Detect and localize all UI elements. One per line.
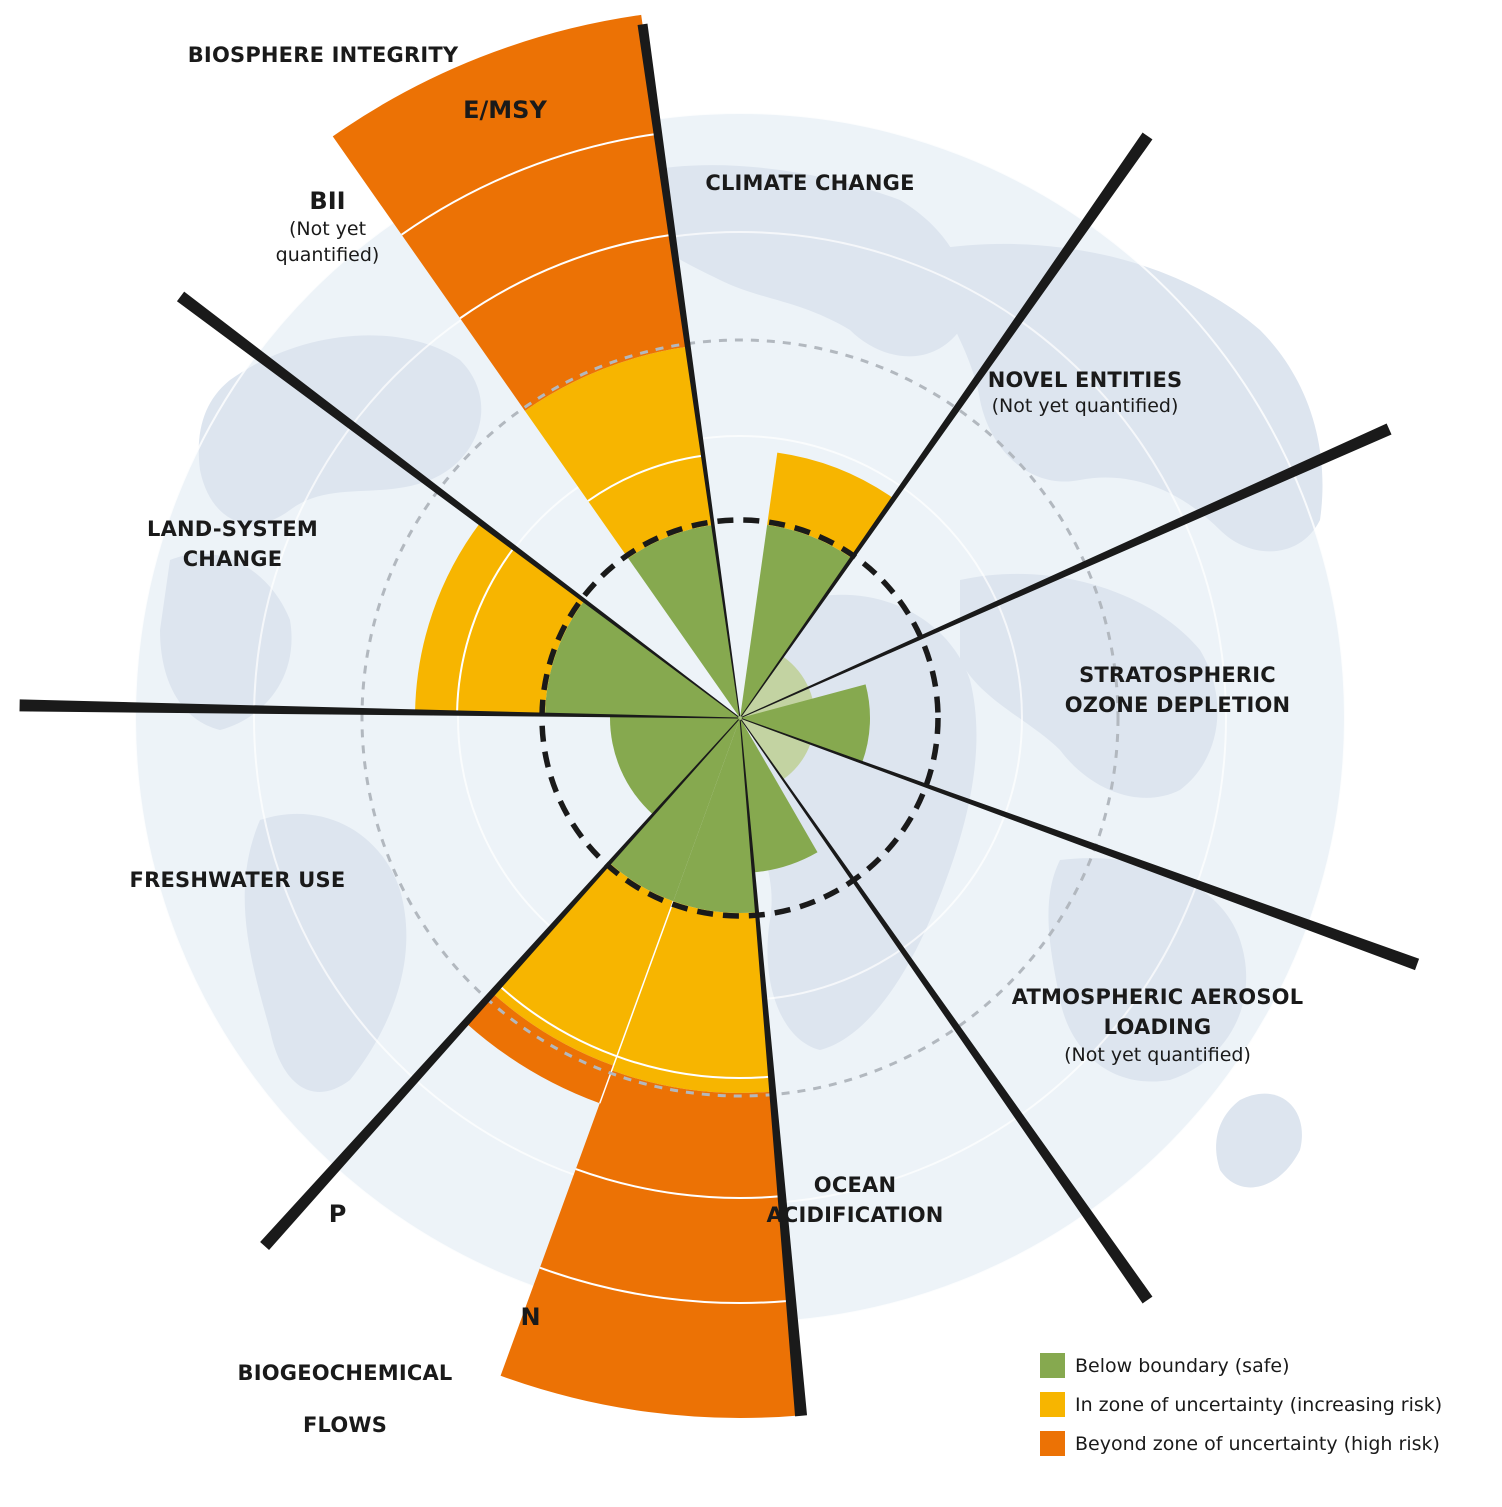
sector-nitrogen-uncertainty: [611, 901, 773, 1093]
label-biogeochemical-flows: BIOGEOCHEMICAL FLOWS: [237, 1361, 453, 1438]
radial-separator-2: [740, 132, 1153, 717]
radial-separator-9: [176, 291, 739, 718]
radial-separator-3: [741, 423, 1392, 718]
sector-biosphere-uncertainty: [524, 346, 713, 559]
legend-item-safe: Below boundary (safe): [1040, 1346, 1442, 1385]
globe-land: [160, 165, 1323, 1188]
sectors: [332, 14, 894, 1418]
sector-freshwater-safe: [609, 715, 740, 815]
divider-arc-7: [539, 1266, 792, 1304]
legend: Below boundary (safe) In zone of uncerta…: [1040, 1346, 1442, 1463]
label-ocean-acidification: OCEAN ACIDIFICATION: [766, 1173, 944, 1228]
sector-biosphere-high-risk: [332, 14, 688, 411]
safe-operating-boundary: [539, 517, 941, 919]
legend-item-uncertainty: In zone of uncertainty (increasing risk): [1040, 1385, 1442, 1424]
sector-nitrogen-safe: [673, 718, 757, 914]
globe-landmass-6: [198, 335, 482, 525]
sector-phosphorus-safe: [609, 718, 740, 902]
legend-swatch-high-risk: [1040, 1431, 1065, 1456]
legend-label-safe: Below boundary (safe): [1075, 1354, 1290, 1377]
globe-landmass-8: [244, 813, 407, 1092]
divider-arc-5: [498, 984, 772, 1079]
sector-climate-change-uncertainty: [767, 452, 894, 559]
label-phosphorus: P: [328, 1200, 347, 1228]
label-freshwater-use: FRESHWATER USE: [129, 868, 346, 892]
label-climate-change: CLIMATE CHANGE: [705, 171, 915, 195]
white-dividers: [401, 132, 792, 1304]
radial-separator-1: [637, 23, 741, 717]
sector-biosphere-safe: [628, 524, 740, 718]
radial-separator-7: [260, 719, 740, 1251]
legend-item-high-risk: Beyond zone of uncertainty (high risk): [1040, 1424, 1442, 1463]
sector-ocean-acidification-safe: [740, 718, 818, 873]
sector-ozone-safe: [740, 684, 870, 763]
uncertainty-reference-ring: [360, 338, 1120, 1098]
globe-landmass-2: [930, 243, 1323, 552]
globe-landmass-7: [160, 553, 292, 730]
label-biosphere-integrity: BIOSPHERE INTEGRITY: [187, 43, 459, 67]
label-bii: BII (Not yet quantified): [275, 187, 380, 266]
sector-climate-change-safe: [740, 524, 852, 718]
label-nitrogen: N: [520, 1303, 541, 1331]
label-atmospheric-aerosol-loading: ATMOSPHERIC AEROSOL LOADING (Not yet qua…: [1011, 985, 1304, 1066]
radial-separator-4: [741, 718, 1420, 971]
radial-separator-5: [740, 719, 1153, 1304]
sector-phosphorus-high-risk: [465, 992, 614, 1104]
sector-nitrogen-high-risk: [500, 1070, 802, 1418]
divider-arc-6: [575, 1168, 782, 1199]
divider-arc-1: [456, 547, 515, 714]
legend-label-high-risk: Beyond zone of uncertainty (high risk): [1075, 1432, 1440, 1455]
globe-landmass-3: [960, 573, 1218, 798]
label-novel-entities: NOVEL ENTITIES (Not yet quantified): [987, 368, 1183, 418]
legend-label-uncertainty: In zone of uncertainty (increasing risk): [1075, 1393, 1443, 1416]
radial-separator-6: [739, 719, 808, 1417]
divider-radial-p-n: [599, 900, 675, 1104]
globe-landmass-5: [1048, 858, 1247, 1082]
sector-land-system-safe: [545, 600, 740, 718]
label-land-system-change: LAND-SYSTEM CHANGE: [147, 517, 318, 572]
label-emsy: E/MSY: [463, 96, 547, 124]
globe-landmass-1: [610, 165, 967, 357]
legend-swatch-uncertainty: [1040, 1392, 1065, 1417]
legend-swatch-safe: [1040, 1353, 1065, 1378]
divider-arc-2: [587, 454, 704, 502]
globe-landmass-9: [1216, 1093, 1302, 1188]
divider-arc-4: [401, 132, 659, 236]
radial-separators: [19, 23, 1420, 1417]
divider-arc-3: [459, 233, 673, 320]
radial-separator-8: [19, 699, 739, 719]
label-stratospheric-ozone-depletion: STRATOSPHERIC OZONE DEPLETION: [1064, 663, 1291, 718]
